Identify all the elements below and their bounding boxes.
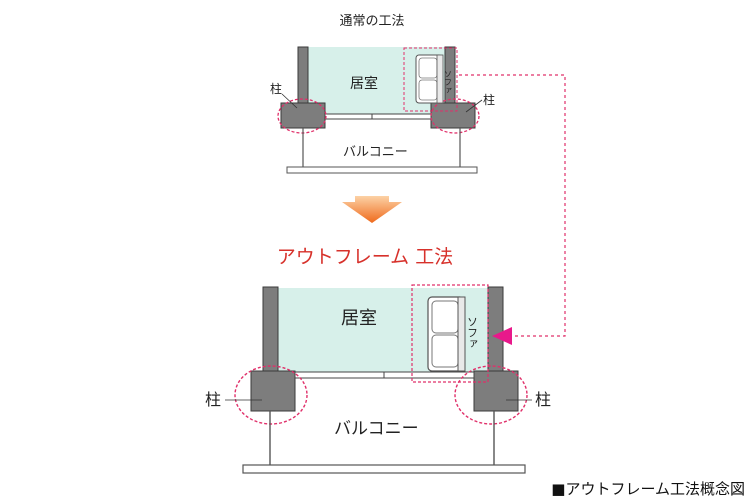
pillar-label-left: 柱 — [205, 390, 221, 409]
window-sash — [324, 113, 432, 120]
sofa-label: ソファ — [444, 70, 453, 94]
pillar-leader-right — [465, 99, 483, 113]
pillar-left-highlight — [277, 98, 327, 134]
conventional-method-heading: 通常の工法 — [339, 14, 404, 29]
window-sash — [294, 371, 475, 379]
pillar-label-right: 柱 — [483, 92, 495, 107]
pillar-left — [280, 102, 326, 129]
balcony-slab — [242, 464, 526, 474]
balcony-slab — [286, 166, 478, 174]
wall-right — [487, 286, 504, 376]
pillar-right-highlight — [430, 98, 480, 134]
balcony-label: バルコニー — [334, 419, 419, 439]
magenta-arrow-icon — [492, 327, 512, 345]
balcony-label: バルコニー — [343, 145, 408, 160]
comparison-connector-line — [459, 74, 566, 337]
conventional-method-diagram: 通常の工法 居室 柱 柱 ソファ — [270, 14, 495, 174]
room-label: 居室 — [350, 75, 378, 92]
down-arrow-icon — [342, 196, 402, 223]
outframe-method-diagram: 居室 柱 柱 ソファ — [205, 284, 551, 474]
pillar-right-highlight — [454, 365, 528, 425]
sofa-icon — [403, 47, 458, 112]
room-label: 居室 — [341, 308, 377, 329]
pillar-label-left: 柱 — [270, 81, 282, 96]
wall-left — [262, 286, 279, 376]
figure-caption: ■アウトフレーム工法概念図 — [551, 480, 745, 498]
sofa-icon — [411, 284, 489, 383]
outframe-method-heading: アウトフレーム 工法 — [277, 246, 453, 268]
pillar-left — [250, 370, 296, 412]
sofa-label: ソファ — [466, 316, 479, 349]
pillar-leader-left — [281, 93, 298, 109]
pillar-right — [473, 370, 519, 412]
pillar-left-highlight — [234, 365, 308, 425]
pillar-right — [430, 102, 476, 129]
pillar-label-right: 柱 — [535, 390, 551, 409]
